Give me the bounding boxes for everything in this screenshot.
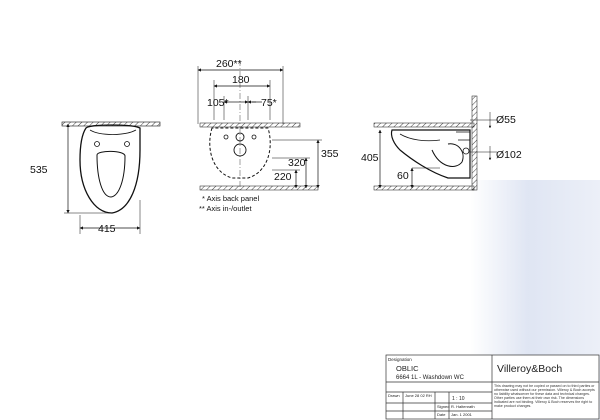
side-low-label: 60 xyxy=(397,170,409,182)
date-value: Jan. 1 2001 xyxy=(451,412,473,417)
brand-logo: Villeroy&Boch xyxy=(497,363,562,375)
drawn-date: June 28 02 RH xyxy=(405,393,432,398)
product-name: OBLIC xyxy=(396,364,419,373)
rear-h-mid: 320 xyxy=(288,157,306,169)
side-dia-bottom: Ø102 xyxy=(496,149,522,161)
side-dia-top: Ø55 xyxy=(496,114,516,126)
rear-offset-right: 75* xyxy=(261,97,277,109)
designation-label: Designation xyxy=(388,357,412,362)
note-axis-back: * Axis back panel xyxy=(202,194,259,203)
rear-offset-left: 105* xyxy=(207,97,229,109)
rear-view xyxy=(197,60,322,191)
front-height-label: 535 xyxy=(30,164,48,176)
front-wall-hatch xyxy=(61,121,161,127)
rear-h-upper: 355 xyxy=(321,148,339,160)
front-bowl-outline xyxy=(79,124,141,214)
title-block xyxy=(385,354,600,420)
product-code: 6664 1L - Washdown WC xyxy=(396,375,465,381)
rear-h-lower: 220 xyxy=(274,171,292,183)
front-view xyxy=(61,121,161,234)
front-seat-inner xyxy=(96,150,126,198)
side-view xyxy=(373,95,497,191)
front-width-label: 415 xyxy=(98,223,116,235)
signed-value: R. Haltenrath xyxy=(451,404,475,409)
scale-value: 1 : 10 xyxy=(452,396,465,402)
signed-label: Signed xyxy=(437,404,449,409)
disclaimer-text: This drawing may not be copied or passed… xyxy=(494,384,595,409)
date-label: Date xyxy=(437,412,446,417)
note-axis-inout: ** Axis in-/outlet xyxy=(199,204,252,213)
side-height-label: 405 xyxy=(361,152,379,164)
rear-width-total: 260** xyxy=(216,58,242,70)
rear-width-inner: 180 xyxy=(232,74,250,86)
drawn-label: Drawn xyxy=(388,393,400,398)
